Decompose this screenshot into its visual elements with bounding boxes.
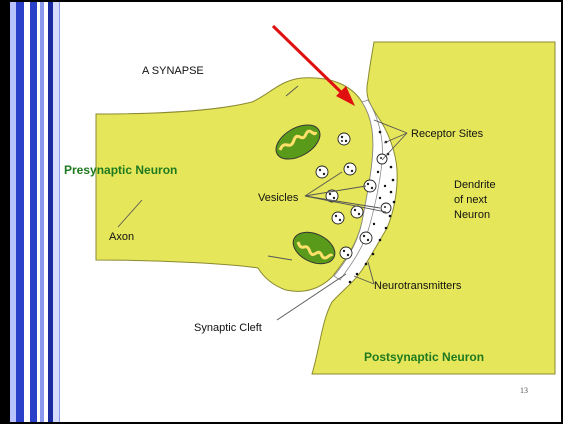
vesicle: [332, 212, 344, 224]
label-axon: Axon: [109, 231, 134, 243]
page-number: 13: [520, 386, 528, 395]
vesicle: [360, 232, 372, 244]
label-synaptic-cleft: Synaptic Cleft: [194, 322, 262, 334]
label-dendrite-line1: Dendrite: [454, 179, 496, 191]
label-presynaptic-neuron: Presynaptic Neuron: [64, 163, 177, 177]
label-vesicles: Vesicles: [258, 192, 299, 204]
label-receptor-sites: Receptor Sites: [411, 128, 484, 140]
vesicle: [351, 206, 363, 218]
label-neurotransmitters: Neurotransmitters: [374, 280, 462, 292]
vesicle: [316, 166, 328, 178]
vesicle: [377, 154, 387, 164]
vesicle: [338, 133, 350, 145]
vesicle: [340, 247, 352, 259]
label-postsynaptic-neuron: Postsynaptic Neuron: [364, 350, 484, 364]
label-dendrite-line3: Neuron: [454, 209, 490, 221]
label-dendrite-line2: of next: [454, 194, 487, 206]
vesicle: [344, 163, 356, 175]
slide-title: A SYNAPSE: [142, 65, 204, 77]
